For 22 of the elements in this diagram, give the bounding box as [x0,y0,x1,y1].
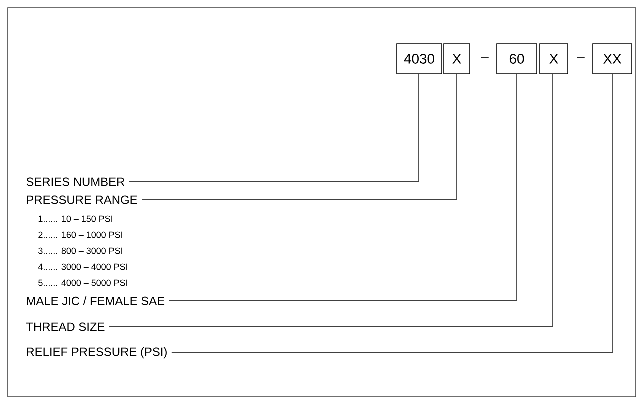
leader-line [168,74,518,302]
separator-dash: – [481,57,489,58]
field-label: PRESSURE RANGE [27,196,138,204]
range-item: 4...... 3000 – 4000 PSI [38,264,128,270]
range-item: 5...... 4000 – 5000 PSI [38,280,128,286]
field-label: THREAD SIZE [26,322,105,332]
leader-line [109,74,554,328]
leader-line [171,74,614,354]
code-box: X [444,44,470,74]
field-label: MALE JIC / FEMALE SAE [27,296,165,306]
leader-line [142,74,458,200]
code-box: X [540,44,568,74]
range-item: 2...... 160 – 1000 PSI [38,232,122,238]
range-item: 1...... 10 – 150 PSI [38,216,112,222]
field-label: RELIEF PRESSURE (PSI) [27,347,167,359]
code-box: XX [592,44,632,74]
range-item: 3...... 800 – 3000 PSI [38,248,122,254]
code-box: 60 [496,44,538,74]
leader-line [128,74,420,182]
separator-dash: – [577,57,585,58]
field-label: SERIES NUMBER [26,178,125,186]
code-box: 4030 [396,44,442,74]
